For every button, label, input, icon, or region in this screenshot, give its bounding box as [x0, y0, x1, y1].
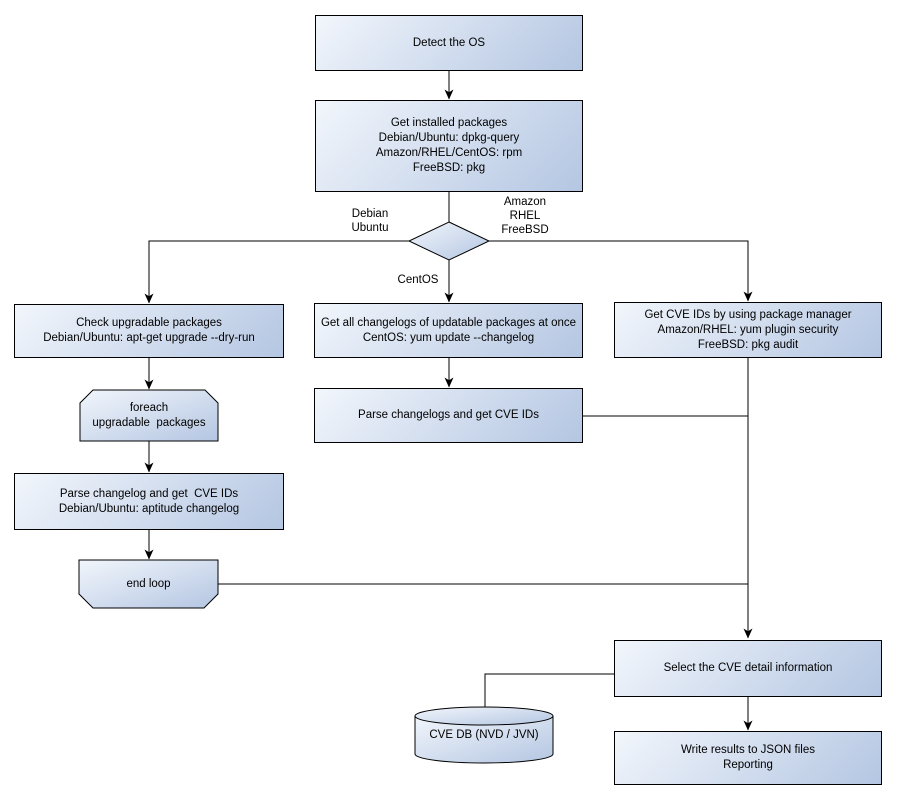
node-select-cve-detail: Select the CVE detail information	[614, 640, 882, 697]
decision-os-diamond	[407, 221, 491, 261]
edge-label-centos: CentOS	[397, 274, 439, 286]
flow-arrow-branch-amazon-rhel-freebsd	[489, 240, 753, 302]
node-get-installed-packages: Get installed packages Debian/Ubuntu: dp…	[315, 100, 583, 192]
node-foreach-loop-start: foreach upgradable packages	[92, 401, 206, 429]
edge-label-debian-ubuntu: Debian Ubuntu	[351, 208, 389, 234]
loop-start-shape	[79, 389, 219, 442]
node-parse-changelogs-centos: Parse changelogs and get CVE IDs	[314, 388, 583, 443]
node-end-loop: end loop	[126, 577, 171, 590]
node-get-cve-ids-pkg-manager: Get CVE IDs by using package manager Ama…	[614, 302, 882, 358]
database-cylinder-top	[414, 706, 554, 726]
node-write-results: Write results to JSON files Reporting	[614, 731, 882, 785]
node-check-upgradable-packages: Check upgradable packages Debian/Ubuntu:…	[14, 304, 284, 358]
node-detect-os: Detect the OS	[315, 15, 583, 71]
flow-arrow-branch-debian	[144, 240, 409, 304]
flow-line-select-to-cvedb	[484, 673, 614, 707]
node-get-all-changelogs: Get all changelogs of updatable packages…	[314, 303, 583, 358]
database-cylinder-body	[414, 715, 554, 764]
edge-label-amazon-rhel-freebsd: Amazon RHEL FreeBSD	[501, 196, 549, 236]
loop-end-shape	[78, 559, 219, 609]
node-parse-changelog-debian: Parse changelog and get CVE IDs Debian/U…	[14, 473, 284, 530]
node-cve-db: CVE DB (NVD / JVN)	[429, 728, 539, 741]
